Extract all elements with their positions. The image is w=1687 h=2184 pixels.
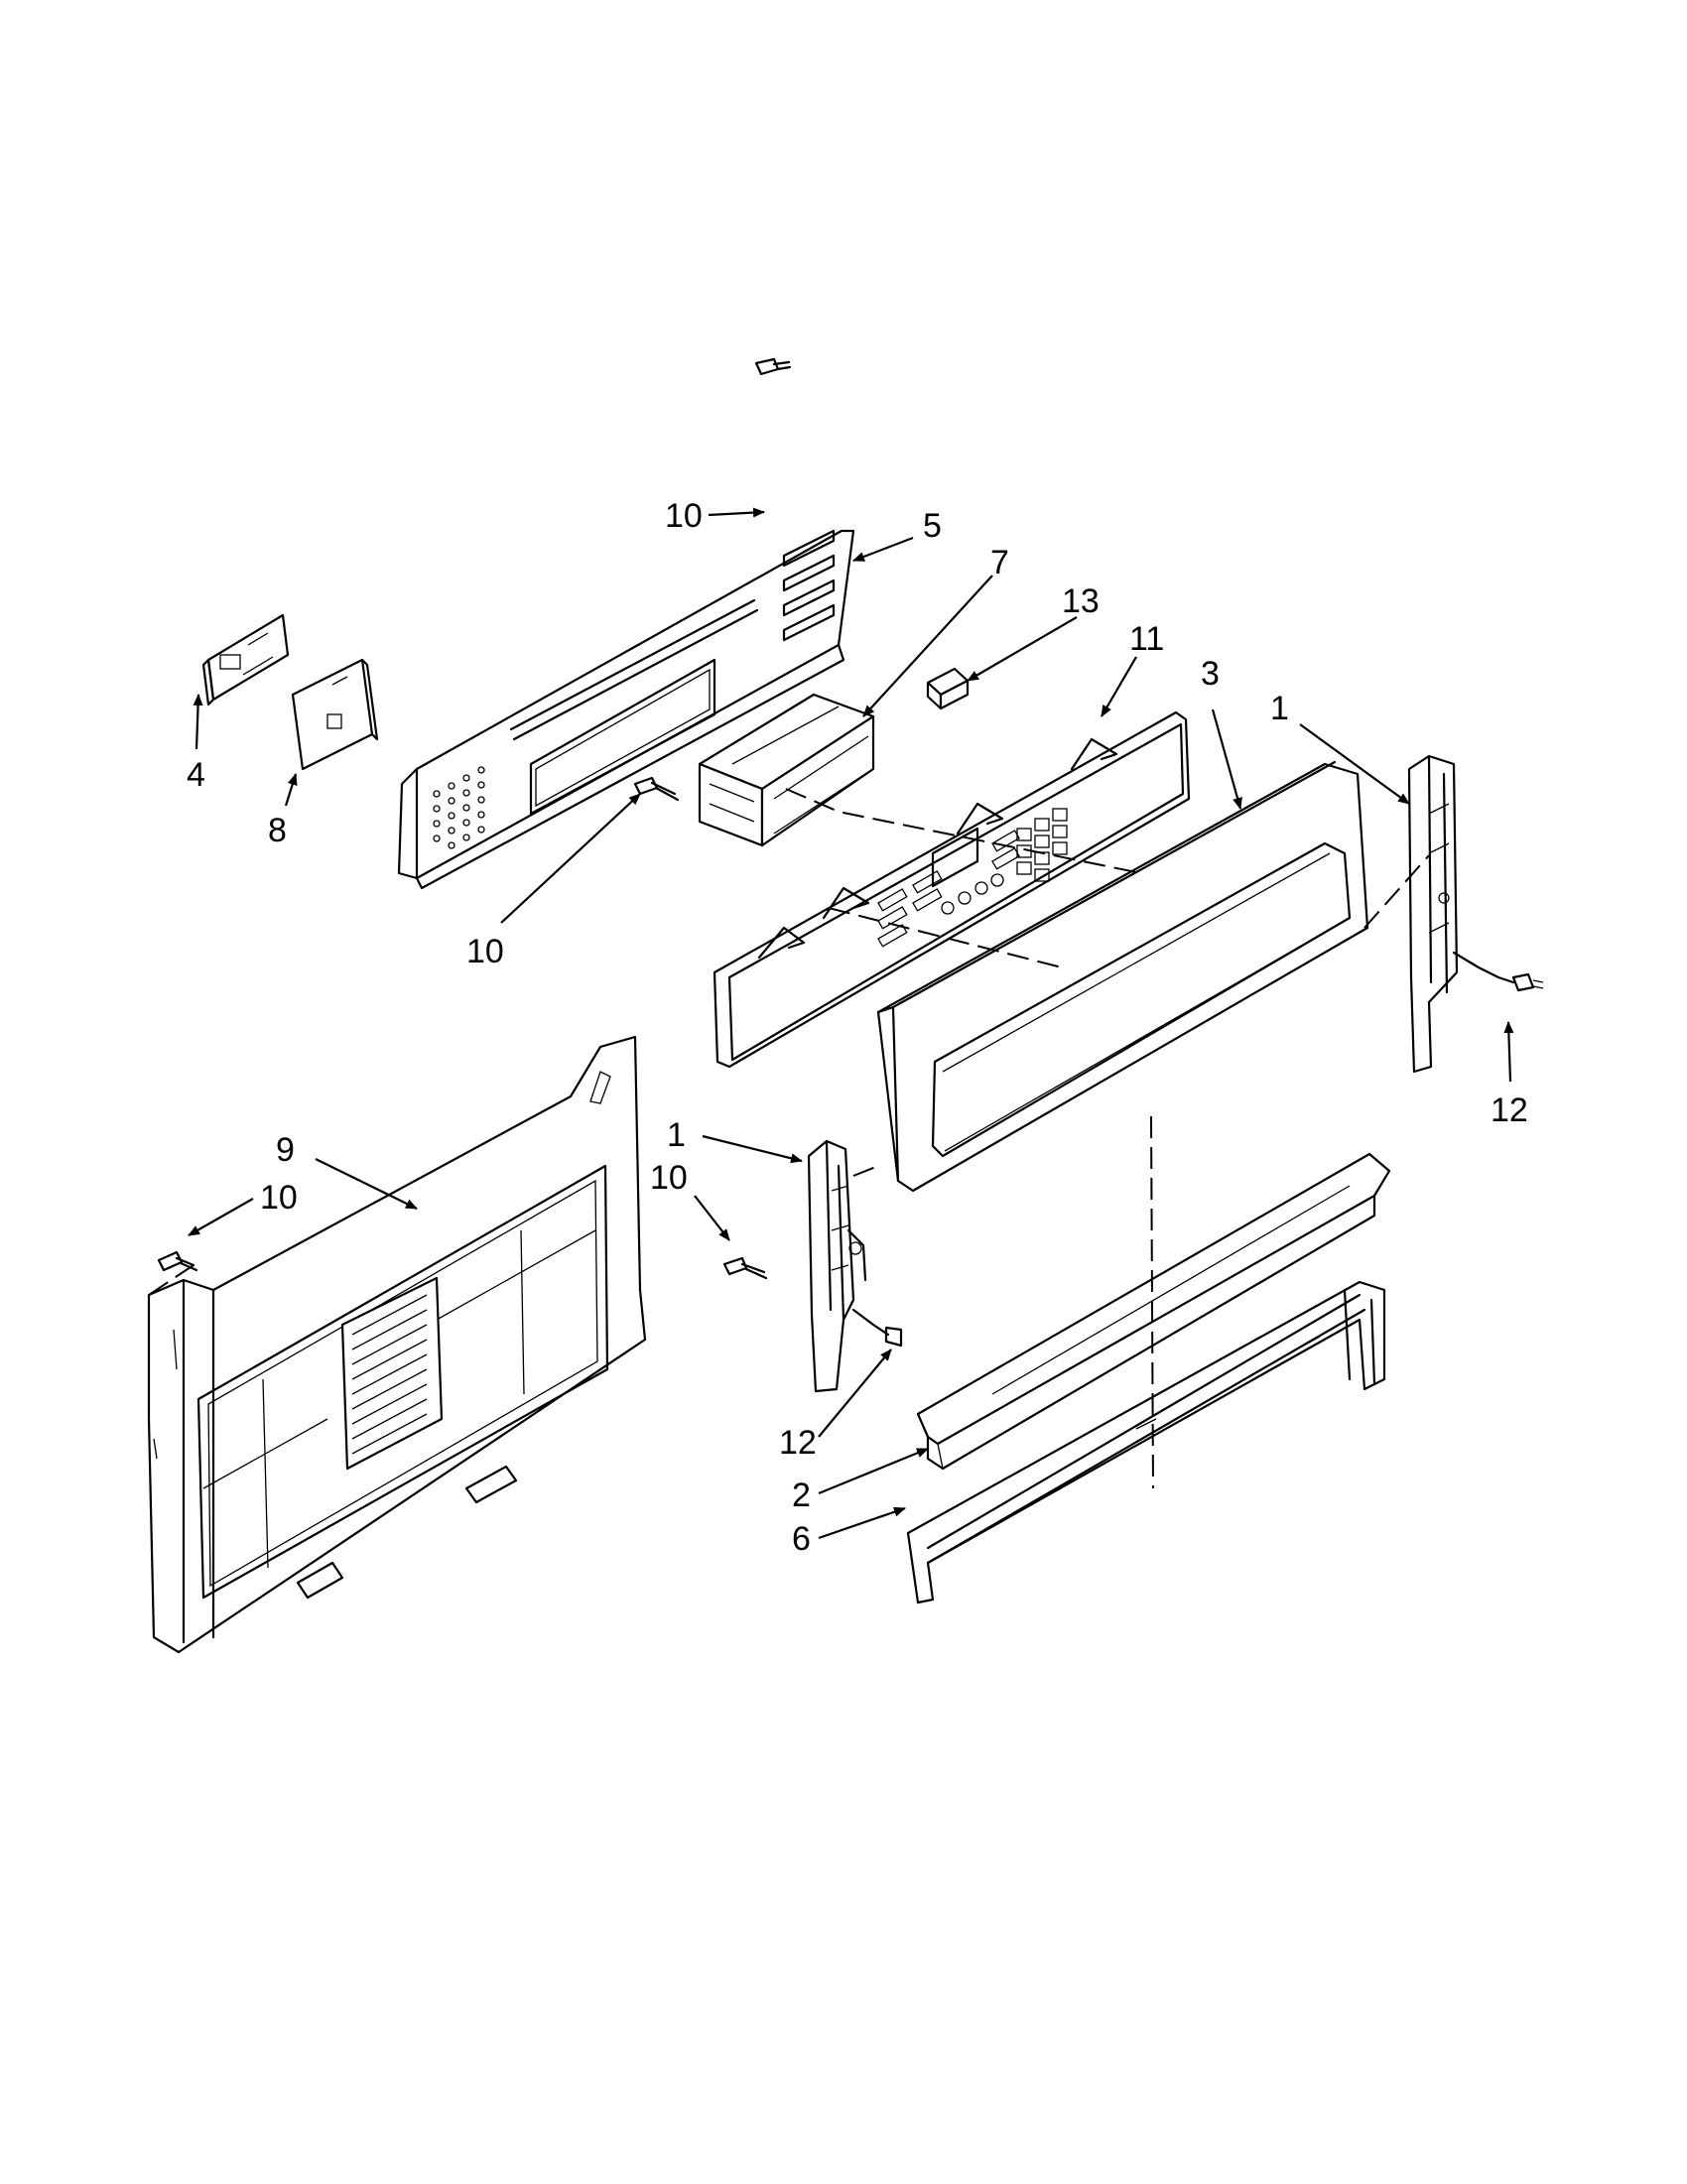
part-4-control-board	[201, 613, 290, 707]
callout-13: 13	[1062, 582, 1100, 620]
part-11-control-panel	[713, 710, 1191, 1069]
callout-9: 9	[276, 1131, 295, 1169]
callout-5: 5	[923, 507, 942, 545]
part-13-sensor	[926, 667, 970, 710]
part-1-side-bracket-right	[1407, 754, 1544, 1074]
callout-10-bracket: 10	[650, 1159, 688, 1197]
callout-10-panel: 10	[260, 1179, 298, 1217]
callout-12-left: 12	[779, 1424, 817, 1462]
callout-8: 8	[268, 812, 287, 849]
callout-2: 2	[792, 1477, 811, 1514]
callout-12-right: 12	[1491, 1092, 1528, 1129]
part-7-display-module	[698, 693, 875, 847]
callout-1-left: 1	[667, 1116, 686, 1154]
callout-11: 11	[1129, 620, 1164, 658]
alignment-lines	[148, 788, 1430, 1489]
part-5-panel-bracket	[397, 529, 855, 890]
part-9-back-panel	[147, 1035, 647, 1654]
part-10-screw-top	[754, 357, 792, 376]
callout-1-right: 1	[1270, 690, 1289, 727]
callout-labels: 10 5 7 13 11 3 1 4 8 10 12 9 10 1 10 12 …	[187, 497, 1528, 1558]
callout-7: 7	[990, 544, 1009, 581]
leader-lines	[188, 507, 1514, 1540]
callout-10-top: 10	[665, 497, 703, 535]
part-8-shield-plate	[291, 658, 379, 771]
part-1-side-bracket-left	[807, 1139, 903, 1393]
callout-4: 4	[187, 756, 205, 794]
part-3-trim-panel	[876, 760, 1369, 1193]
part-10-screw-bracket	[722, 1256, 768, 1280]
callout-10-module: 10	[466, 933, 504, 970]
callout-3: 3	[1201, 655, 1220, 693]
part-10-screw-module	[633, 776, 680, 802]
callout-6: 6	[792, 1520, 811, 1558]
part-6-toe-kick	[906, 1280, 1386, 1605]
part-10-screw-panel	[157, 1250, 198, 1272]
